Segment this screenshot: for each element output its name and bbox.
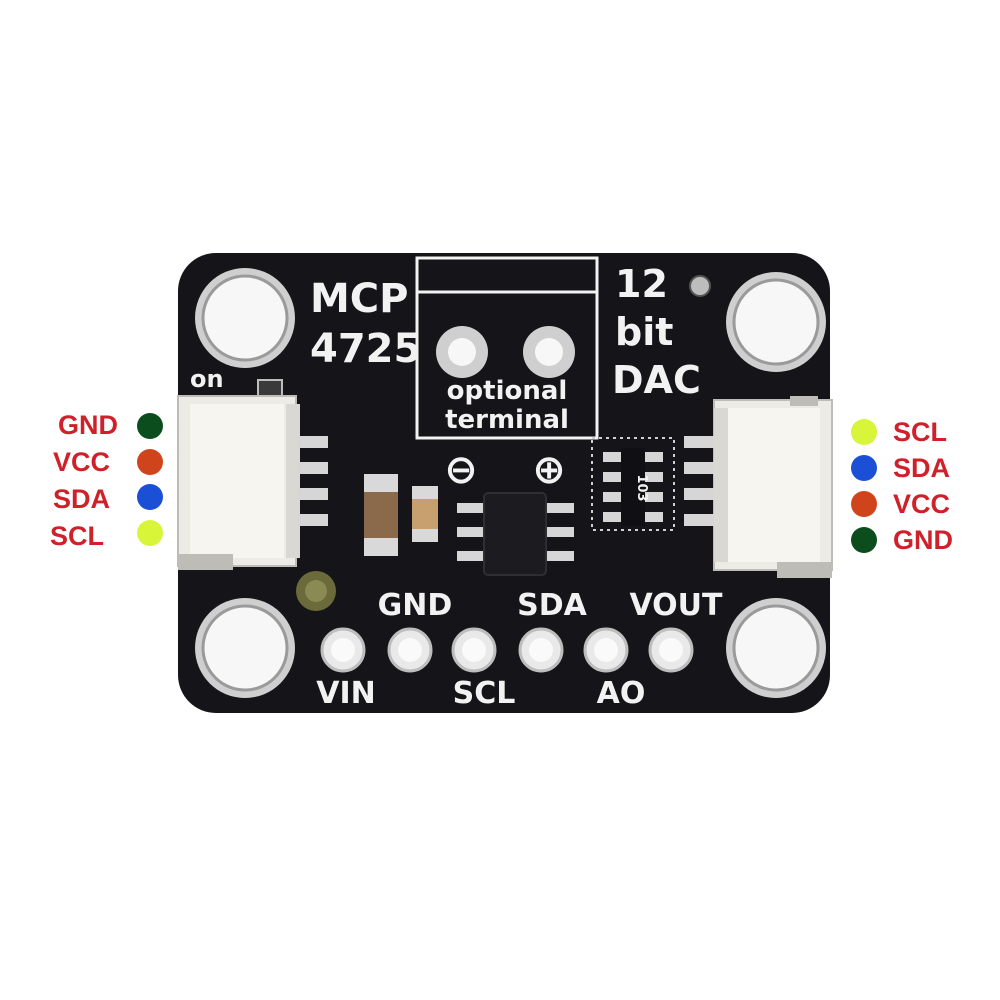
terminal-label-line1: optional — [447, 376, 568, 406]
plus-symbol: ⊕ — [532, 447, 566, 493]
right-pin-label-2: SDA — [893, 453, 950, 483]
left-pin-dot-1 — [137, 413, 163, 439]
terminal-label-line2: terminal — [445, 405, 569, 435]
spec-line3: DAC — [612, 358, 701, 402]
chip-name-line1: MCP — [310, 276, 408, 322]
header-label-scl: SCL — [453, 676, 516, 711]
capacitor-large — [364, 474, 398, 556]
mounting-hole-top-right — [726, 272, 826, 372]
right-connector-pin-pads — [684, 436, 714, 526]
fiducial-center — [305, 580, 327, 602]
right-pin-dot-1 — [851, 419, 877, 445]
capacitor-small — [412, 486, 438, 542]
terminal-footprint — [415, 256, 599, 440]
right-jst-connector — [713, 396, 833, 578]
via-hole — [689, 275, 711, 297]
right-pinout: SCL SDA VCC GND — [851, 417, 953, 555]
right-pin-label-4: GND — [893, 525, 953, 555]
left-jst-connector — [177, 379, 300, 570]
minus-symbol: ⊖ — [444, 447, 478, 493]
header-label-vout: VOUT — [629, 588, 723, 623]
left-pinout: GND VCC SDA SCL — [50, 410, 163, 551]
right-pin-label-1: SCL — [893, 417, 947, 447]
resistor-code: 103 — [634, 474, 649, 501]
spec-line2: bit — [615, 310, 673, 354]
spec-line1: 12 — [615, 262, 668, 306]
pcb-board — [178, 253, 830, 713]
header-label-vin: VIN — [316, 676, 376, 711]
header-label-ao: AO — [597, 676, 646, 711]
left-pin-dot-3 — [137, 484, 163, 510]
mounting-hole-bottom-right — [726, 598, 826, 698]
pin-header-holes — [320, 627, 694, 673]
right-pin-dot-3 — [851, 491, 877, 517]
right-pin-dot-2 — [851, 455, 877, 481]
left-pin-label-4: SCL — [50, 521, 104, 551]
terminal-hole-left — [436, 326, 488, 378]
header-label-gnd: GND — [378, 588, 453, 623]
led-label: on — [190, 365, 224, 393]
mounting-hole-bottom-left — [195, 598, 295, 698]
chip-name-line2: 4725 — [310, 326, 421, 372]
terminal-hole-right — [523, 326, 575, 378]
left-connector-pin-pads — [298, 436, 328, 526]
mounting-hole-top-left — [195, 268, 295, 368]
left-pin-dot-2 — [137, 449, 163, 475]
left-pin-label-3: SDA — [53, 484, 110, 514]
header-label-sda: SDA — [517, 588, 588, 623]
right-pin-dot-4 — [851, 527, 877, 553]
resistor-array — [591, 437, 675, 531]
right-pin-label-3: VCC — [893, 489, 950, 519]
left-pin-label-1: GND — [58, 410, 118, 440]
left-pin-dot-4 — [137, 520, 163, 546]
left-pin-label-2: VCC — [53, 447, 110, 477]
dac-chip — [457, 492, 574, 576]
